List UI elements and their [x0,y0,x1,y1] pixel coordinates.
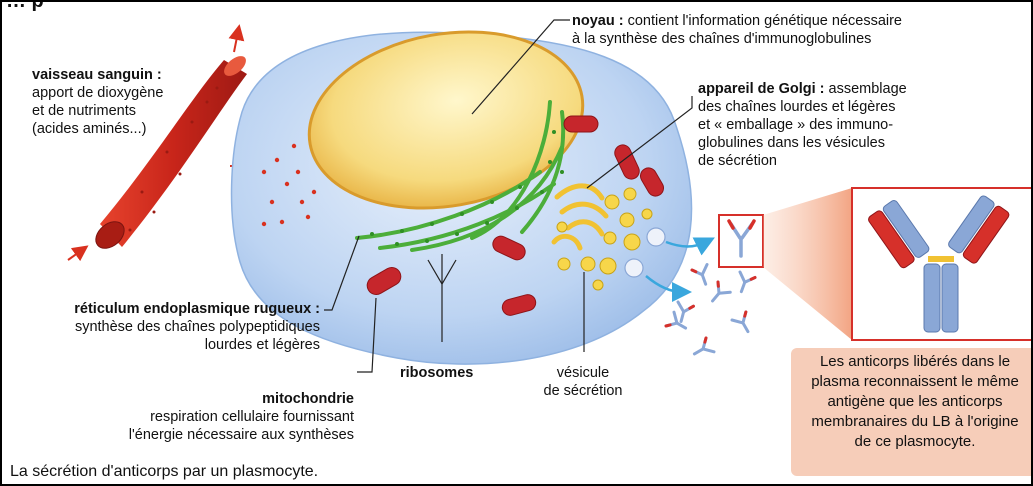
noyau-desc-line-2: à la synthèse des chaînes d'immunoglobul… [572,31,871,47]
vaisseau-desc-line-2: et de nutriments [32,103,136,119]
highlighted-antibody [729,221,754,256]
noyau-desc-line-1: contient l'information génétique nécessa… [624,13,902,29]
golgi-term: appareil de Golgi : [698,81,825,97]
golgi-desc-line-5: de sécrétion [698,153,777,169]
callout-line-2: plasma reconnaissent le même [811,373,1019,390]
vaisseau-term: vaisseau sanguin : [32,67,162,83]
mito-desc-line-1: respiration cellulaire fournissant [150,409,354,425]
label-noyau: noyau : contient l'information génétique… [572,12,902,48]
label-rer: réticulum endoplasmique rugueux : synthè… [2,300,320,354]
zoom-beam [763,188,852,340]
label-mitochondrie: mitochondrie respiration cellulaire four… [2,390,354,444]
vaisseau-desc-line-3: (acides aminés...) [32,121,146,137]
released-antibodies [666,265,755,361]
rer-term: réticulum endoplasmique rugueux : [74,301,320,317]
label-vaisseau: vaisseau sanguin : apport de dioxygène e… [32,66,163,138]
golgi-desc-line-2: des chaînes lourdes et légères [698,99,896,115]
label-golgi: appareil de Golgi : assemblage des chaîn… [698,80,907,170]
antibody-callout: Les anticorps libérés dans le plasma rec… [791,348,1033,476]
mito-term: mitochondrie [262,391,354,407]
vaisseau-desc-line-1: apport de dioxygène [32,85,163,101]
golgi-desc-line-1: assemblage [825,81,907,97]
blood-flow-arrow-out [234,32,238,52]
label-vesicule: vésicule de sécrétion [520,364,646,400]
figure-caption: La sécrétion d'anticorps par un plasmocy… [10,463,318,481]
golgi-desc-line-4: globulines dans les vésicules [698,135,885,151]
golgi-desc-line-3: et « emballage » des immuno- [698,117,893,133]
noyau-term: noyau : [572,13,624,29]
blood-flow-arrow-in [68,250,82,260]
rer-desc-line-1: synthèse des chaînes polypeptidiques [75,319,320,335]
rer-desc-line-2: lourdes et légères [205,337,320,353]
vesicule-line-1: vésicule [557,365,609,381]
callout-line-4: membranaires du LB à l'origine [811,413,1018,430]
callout-line-1: Les anticorps libérés dans le [820,353,1010,370]
vesicule-line-2: de sécrétion [544,383,623,399]
callout-line-3: antigène que les anticorps [827,393,1002,410]
mito-desc-line-2: l'énergie nécessaire aux synthèses [129,427,354,443]
callout-line-5: de ce plasmocyte. [855,433,976,450]
label-ribosomes: ribosomes [400,364,473,382]
